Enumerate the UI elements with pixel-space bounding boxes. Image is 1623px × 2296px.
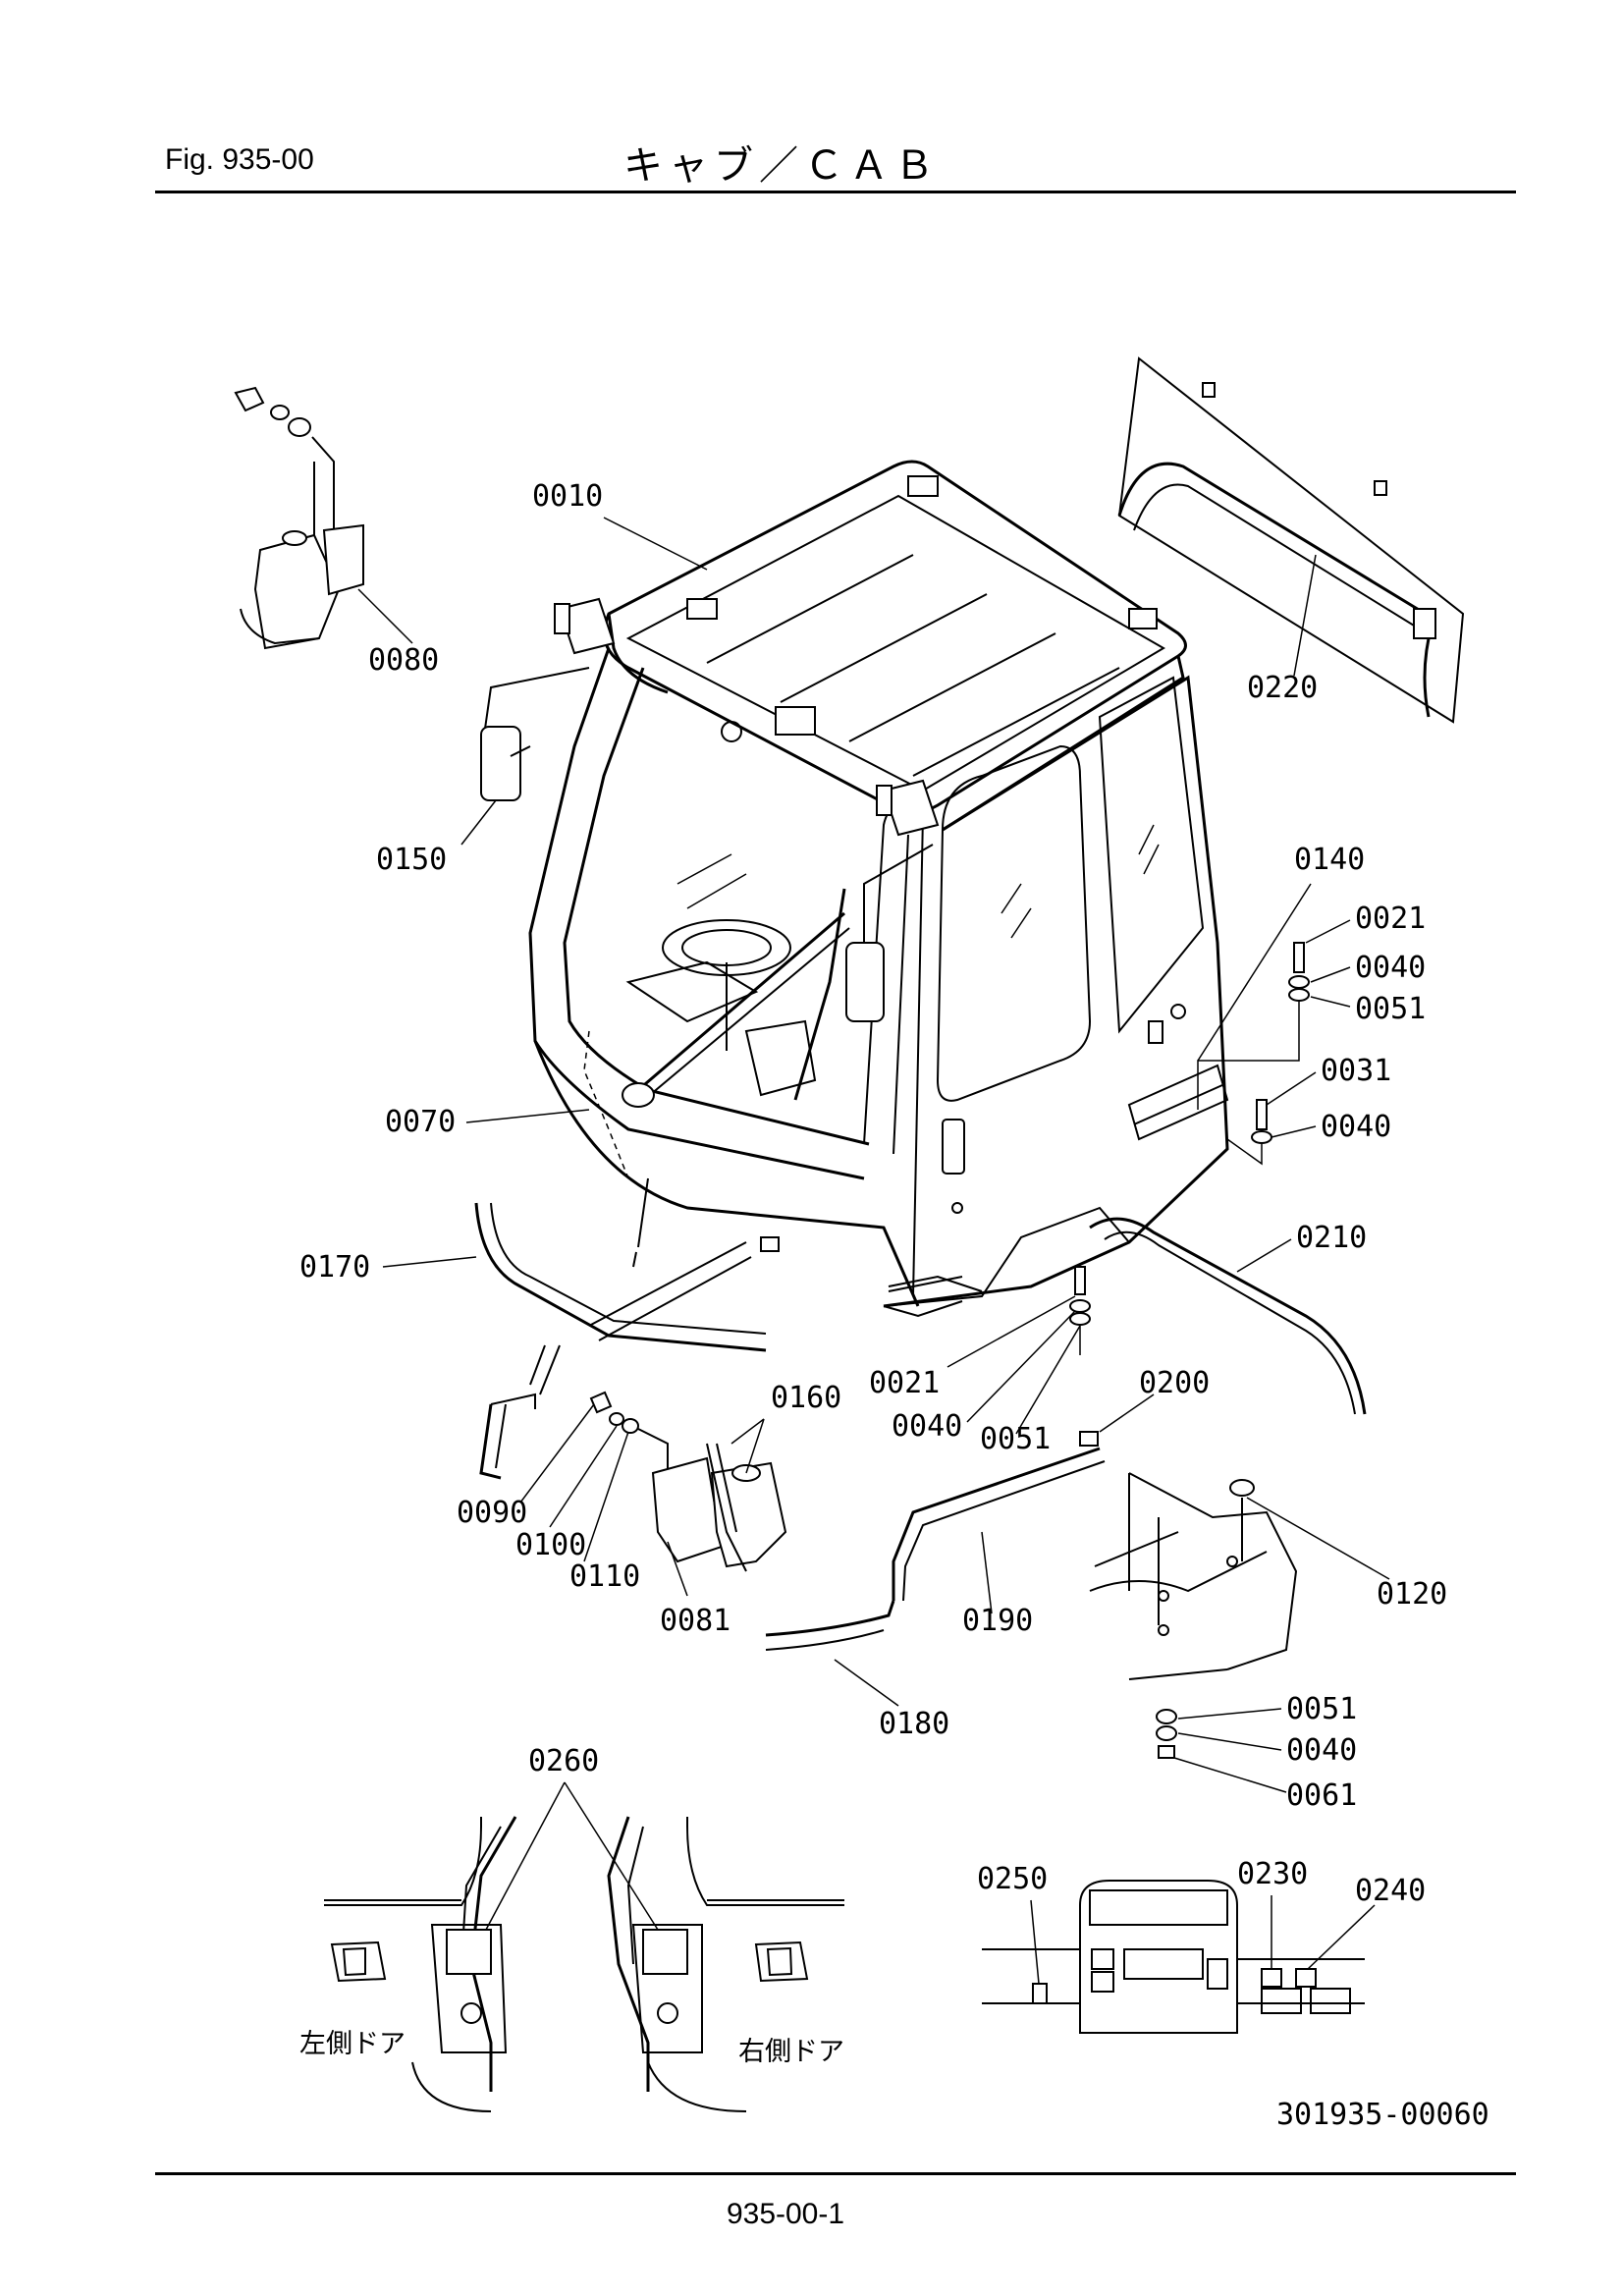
left-door-caption: 左側ドア [299, 2029, 406, 2059]
callout-0210: 0210 [1296, 1221, 1367, 1255]
callout-0250: 0250 [977, 1862, 1048, 1896]
figure-number: Fig. 935-00 [165, 143, 314, 176]
floor-mount-drawing [1069, 942, 1310, 1759]
callout-0021: 0021 [869, 1366, 940, 1400]
callout-0051: 0051 [1355, 992, 1426, 1026]
callout-0100: 0100 [515, 1528, 586, 1562]
callout-0110: 0110 [569, 1559, 640, 1594]
weather-strips-drawing [474, 1202, 1367, 1651]
callout-0150: 0150 [376, 843, 447, 877]
callout-0051: 0051 [980, 1422, 1051, 1456]
callout-0070: 0070 [385, 1105, 456, 1139]
roof-panel-drawing [1117, 356, 1465, 724]
callout-0081: 0081 [660, 1604, 730, 1638]
figure-title: キャブ／ＣＡＢ [623, 143, 940, 189]
header-rule [155, 191, 1516, 193]
leader-lines [357, 517, 1390, 1985]
callout-0200: 0200 [1139, 1366, 1210, 1400]
door-detail-left-drawing [324, 1816, 517, 2112]
callout-0031: 0031 [1321, 1054, 1391, 1088]
callout-0010: 0010 [532, 479, 603, 514]
callout-0021: 0021 [1355, 902, 1426, 936]
footer-rule [155, 2172, 1516, 2175]
callout-labels: 0010 0080 0220 0150 0140 0021 0040 0051 … [299, 479, 1447, 1908]
callout-0230: 0230 [1237, 1857, 1308, 1891]
callout-0040: 0040 [1321, 1110, 1391, 1144]
callout-0080: 0080 [368, 643, 439, 678]
washer-tank-upper-drawing [234, 386, 364, 650]
callout-0160: 0160 [771, 1381, 841, 1415]
callout-0170: 0170 [299, 1250, 370, 1285]
callout-0051: 0051 [1286, 1692, 1357, 1726]
washer-tank-lower-drawing [589, 1391, 787, 1572]
callout-0260: 0260 [528, 1744, 599, 1778]
dash-detail-drawing [982, 1880, 1365, 2034]
callout-0240: 0240 [1355, 1874, 1426, 1908]
callout-0120: 0120 [1377, 1577, 1447, 1612]
drawing-number: 301935-00060 [1276, 2098, 1489, 2132]
callout-0220: 0220 [1247, 671, 1318, 705]
callout-0140: 0140 [1294, 843, 1365, 877]
callout-0040: 0040 [1286, 1733, 1357, 1768]
callout-0040: 0040 [1355, 951, 1426, 985]
door-detail-right-drawing [607, 1816, 844, 2112]
callout-0190: 0190 [962, 1604, 1033, 1638]
callout-0180: 0180 [879, 1707, 949, 1741]
callout-0090: 0090 [457, 1496, 527, 1530]
page-number: 935-00-1 [726, 2198, 845, 2230]
callout-0040: 0040 [892, 1409, 962, 1444]
right-door-caption: 右側ドア [738, 2037, 844, 2067]
callout-0061: 0061 [1286, 1778, 1357, 1813]
cab-assembly-drawing [480, 460, 1229, 1318]
